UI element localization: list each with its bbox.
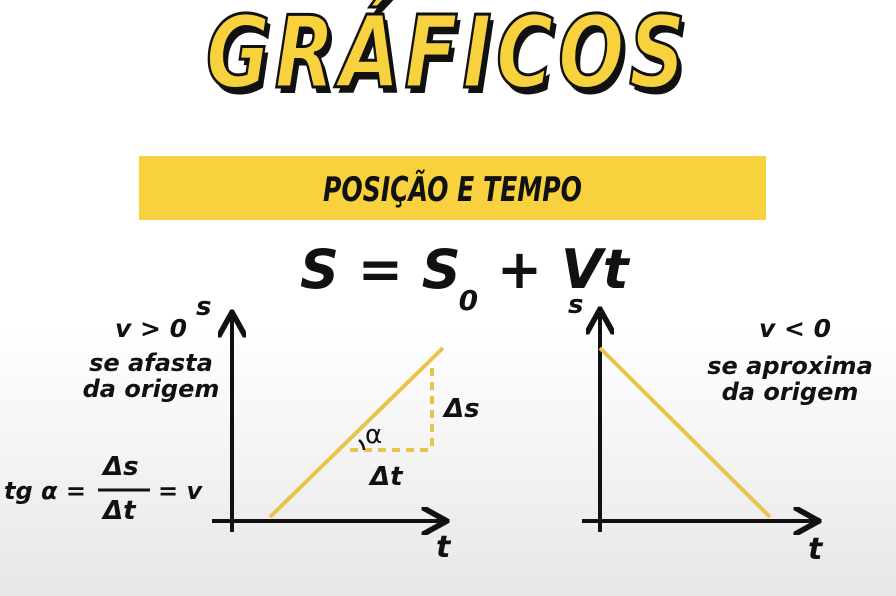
right-description-line2: da origem <box>721 378 859 406</box>
left-condition: v > 0 <box>114 314 188 343</box>
left-description-line1: se afasta <box>89 349 213 377</box>
delta-t-label: Δt <box>370 462 403 492</box>
formula-part-b: + Vt <box>478 238 629 301</box>
formula-subscript: 0 <box>458 284 479 317</box>
left-description-line2: da origem <box>82 375 220 403</box>
left-x-axis-label: t <box>436 530 451 565</box>
angle-arc <box>358 439 366 451</box>
right-position-line <box>598 346 772 519</box>
subtitle-banner: POSIÇÃO E TEMPO <box>139 156 766 220</box>
right-description-line1: se aproxima <box>707 352 873 380</box>
tangent-numerator: Δs <box>103 452 139 482</box>
tangent-lhs: tg α = <box>4 477 86 505</box>
right-x-axis-label: t <box>808 532 823 567</box>
tangent-denominator: Δt <box>103 496 136 526</box>
angle-label: α <box>365 420 383 450</box>
right-y-axis-label: s <box>568 290 584 320</box>
page-title: GRÁFICOS <box>205 0 690 113</box>
tangent-rhs: = v <box>158 477 203 505</box>
position-formula: S = S0 + Vt <box>300 238 629 317</box>
formula-part-a: S = S <box>300 238 461 301</box>
right-condition: v < 0 <box>758 314 832 343</box>
left-y-axis-label: s <box>196 292 212 322</box>
subtitle-text: POSIÇÃO E TEMPO <box>323 170 582 210</box>
delta-s-label: Δs <box>444 394 480 424</box>
left-position-line <box>268 346 445 519</box>
